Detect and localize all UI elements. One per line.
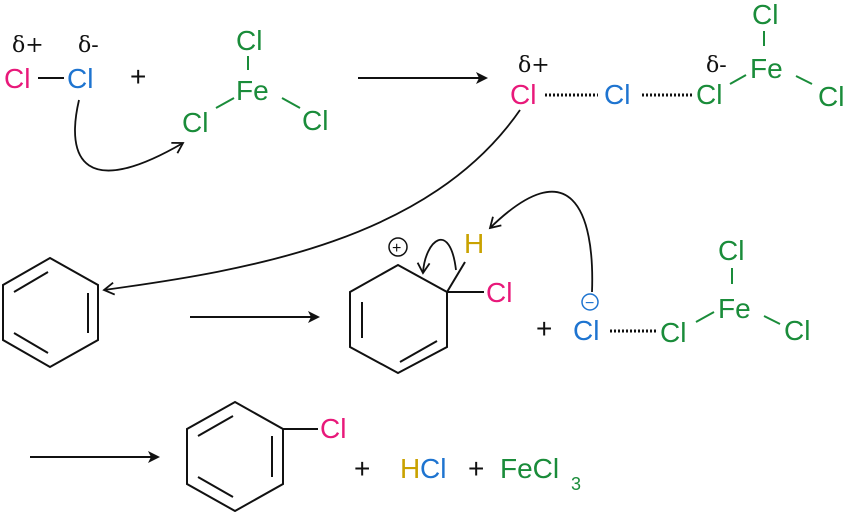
curved-arrow-deprotonation	[488, 190, 594, 293]
chlorine-molecule: δ+ δ- Cl Cl	[4, 33, 99, 94]
plus-sign: +	[354, 453, 370, 484]
delta-plus-label: δ+	[12, 33, 44, 58]
iron-chloride-regenerated: FeCl 3	[500, 453, 581, 494]
positive-charge-sign: +	[392, 240, 401, 257]
hcl-chlorine: Cl	[420, 453, 446, 484]
tetrachloroferrate: − Cl Cl Fe Cl Cl	[573, 235, 810, 348]
chlorine-atom-leaving: Cl	[67, 63, 93, 94]
iron-chloride: Cl Fe Cl Cl	[182, 25, 328, 138]
benzene	[2, 256, 99, 369]
delta-plus-label: δ+	[518, 53, 550, 78]
sigma-complex: + H Cl	[349, 228, 512, 375]
hcl-hydrogen: H	[400, 453, 420, 484]
positive-charge-icon	[388, 237, 408, 257]
fecl-subscript: 3	[571, 474, 581, 494]
plus-sign: +	[536, 313, 552, 344]
fe-cl-right: Cl	[818, 81, 844, 112]
curved-arrow-benzene-attack	[102, 109, 521, 296]
fe-atom: Fe	[236, 75, 269, 106]
fe-cl-left: Cl	[660, 317, 686, 348]
chlorine-atom-electrophile: Cl	[4, 63, 30, 94]
chlorine-atom: Cl	[486, 277, 512, 308]
delta-minus-label: δ-	[78, 33, 99, 58]
fe-cl-left: Cl	[182, 107, 208, 138]
fecl-label: FeCl	[500, 453, 559, 484]
curved-arrow-ch-bond	[416, 238, 457, 275]
hydrogen-atom: H	[464, 228, 484, 259]
chlorine-atom-electrophile: Cl	[510, 79, 536, 110]
fe-cl-top: Cl	[236, 25, 262, 56]
chlorine-atom-bridge: Cl	[604, 79, 630, 110]
fe-cl-right: Cl	[302, 105, 328, 136]
chlorine-iron-complex: δ+ Cl Cl δ- Cl Fe Cl Cl	[510, 0, 844, 112]
fe-atom: Fe	[718, 293, 751, 324]
chloride-anion: Cl	[573, 315, 599, 346]
negative-charge-sign: −	[585, 295, 594, 312]
plus-sign: +	[468, 453, 484, 484]
curved-arrow-cl-to-fe	[74, 99, 185, 172]
fe-cl-top: Cl	[718, 235, 744, 266]
chlorobenzene: Cl	[186, 400, 346, 512]
fe-cl-top: Cl	[752, 0, 778, 30]
fe-cl-right: Cl	[784, 315, 810, 346]
hydrogen-chloride: H Cl	[400, 453, 446, 484]
fe-atom: Fe	[750, 53, 783, 84]
delta-minus-label: δ-	[706, 53, 727, 78]
fe-cl-left: Cl	[696, 79, 722, 110]
plus-sign: +	[130, 61, 146, 92]
chlorine-atom: Cl	[320, 413, 346, 444]
negative-charge-icon	[581, 293, 599, 311]
